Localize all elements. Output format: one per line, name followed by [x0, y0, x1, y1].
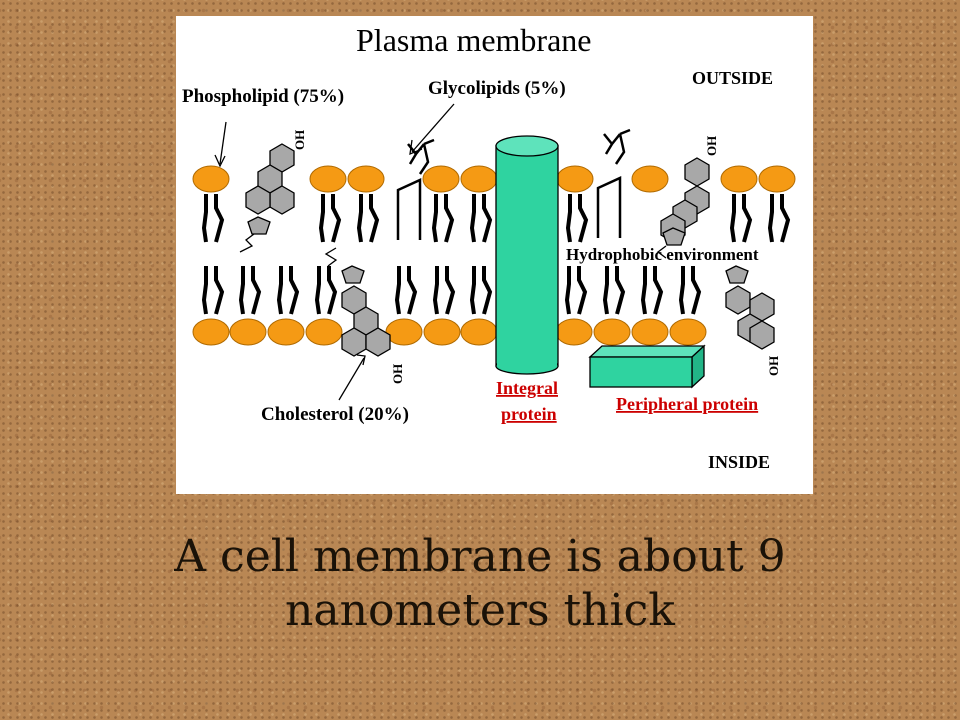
caption-line-2: nanometers thick [285, 585, 675, 636]
cholesterol-upper-left [239, 143, 295, 253]
phospholipid-label: Phospholipid (75%) [182, 86, 344, 107]
outside-label: OUTSIDE [692, 68, 773, 88]
glycolipid-right [596, 128, 631, 238]
glycolipid-left [396, 138, 435, 240]
hydrophobic-label: Hydrophobic environment [566, 245, 759, 264]
phospholipid-arrow [219, 121, 227, 165]
integral-protein-shape [495, 135, 559, 375]
inside-label: INSIDE [708, 452, 770, 472]
lower-lipid-tails [202, 264, 701, 316]
glycolipids-arrow [411, 103, 455, 153]
integral-label-line1: Integral [496, 378, 558, 398]
oh-upper-right: OH [704, 136, 719, 156]
peripheral-label: Peripheral protein [616, 394, 758, 414]
cholesterol-lower-left [324, 247, 391, 357]
cholesterol-upper-right [656, 157, 710, 259]
peripheral-protein-shape [588, 344, 706, 389]
oh-lower-right: OH [766, 356, 781, 376]
diagram-title: Plasma membrane [356, 22, 591, 58]
glycolipids-label: Glycolipids (5%) [428, 78, 566, 99]
oh-lower-left: OH [390, 364, 405, 384]
membrane-diagram: Plasma membrane Phospholipid (75%) Glyco… [176, 16, 813, 494]
lower-lipid-heads [192, 318, 707, 346]
membrane-svg: Plasma membrane Phospholipid (75%) Glyco… [182, 22, 796, 472]
upper-lipid-heads [192, 165, 796, 193]
oh-upper-left: OH [292, 130, 307, 150]
cholesterol-label: Cholesterol (20%) [261, 404, 409, 425]
caption-line-1: A cell membrane is about 9 [174, 531, 786, 582]
integral-label-line2: protein [501, 404, 557, 424]
slide-caption: A cell membrane is about 9 nanometers th… [0, 530, 960, 638]
cholesterol-arrow [338, 357, 365, 401]
cholesterol-lower-right [725, 265, 775, 350]
